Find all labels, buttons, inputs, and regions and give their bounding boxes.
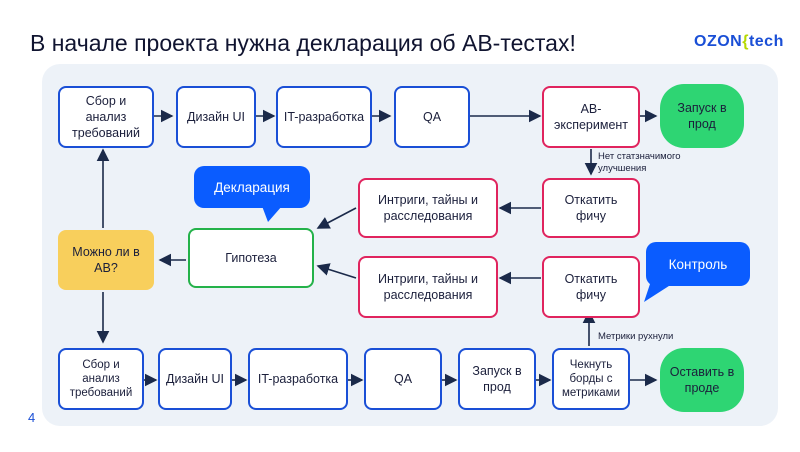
bubble-control: Контроль: [646, 242, 750, 286]
node-ab-experiment: АВ-эксперимент: [542, 86, 640, 148]
node-hypothesis: Гипотеза: [188, 228, 314, 288]
page-title: В начале проекта нужна декларация об АВ-…: [30, 30, 576, 56]
ozon-tech-logo: OZON{tech: [694, 33, 784, 50]
node-sbor-2: Сбор и анализ требований: [58, 348, 144, 410]
page-number: 4: [28, 410, 36, 425]
declaration-bubble-tail: [262, 206, 282, 222]
node-design-2: Дизайн UI: [158, 348, 232, 410]
control-bubble-tail: [644, 284, 672, 302]
bubble-declaration: Декларация: [194, 166, 310, 208]
node-qa-1: QA: [394, 86, 470, 148]
node-itdev-1: IT-разработка: [276, 86, 372, 148]
node-qa-2: QA: [364, 348, 442, 410]
node-launch-2: Запуск в прод: [458, 348, 536, 410]
note-metrics-crashed: Метрики рухнули: [598, 331, 674, 342]
note-no-improvement: Нет статзначимого улучшения: [598, 151, 681, 174]
node-rollback-2: Откатить фичу: [542, 256, 640, 318]
arrow: [316, 263, 357, 279]
node-intrigue-2: Интриги, тайны и расследования: [358, 256, 498, 318]
node-itdev-2: IT-разработка: [248, 348, 348, 410]
node-launch-1: Запуск в прод: [660, 84, 744, 148]
arrow: [316, 207, 357, 229]
node-sbor-1: Сбор и анализ требований: [58, 86, 154, 148]
node-can-ab: Можно ли в АВ?: [58, 230, 154, 290]
node-check-boards: Чекнуть борды с метриками: [552, 348, 630, 410]
node-intrigue-1: Интриги, тайны и расследования: [358, 178, 498, 238]
node-keep-in-prod: Оставить в проде: [660, 348, 744, 412]
node-rollback-1: Откатить фичу: [542, 178, 640, 238]
node-design-1: Дизайн UI: [176, 86, 256, 148]
